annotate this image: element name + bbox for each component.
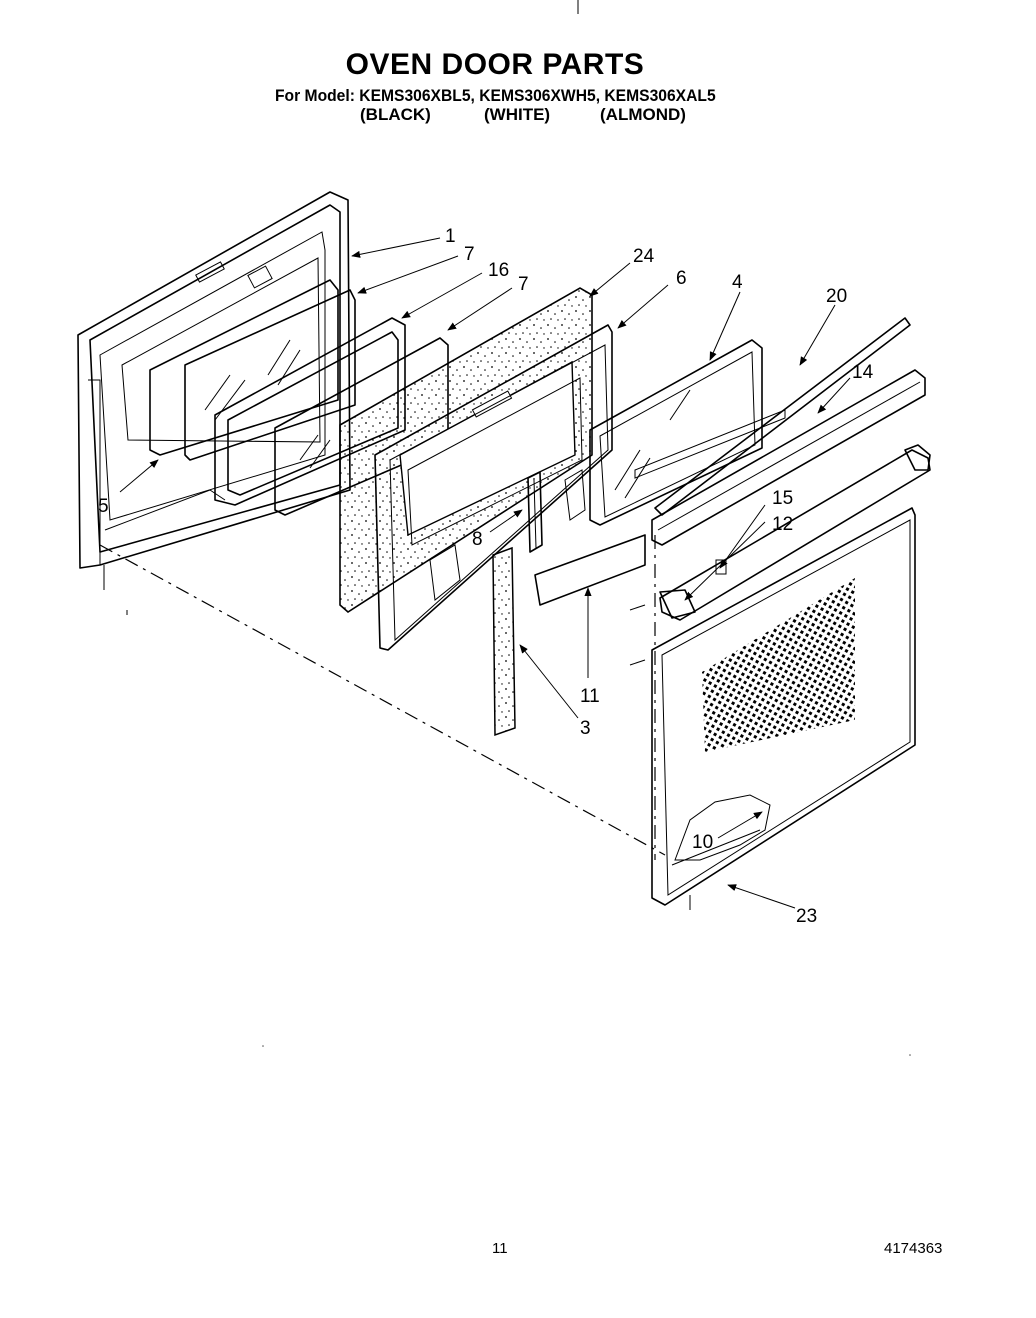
- scan-speck: [262, 1045, 264, 1047]
- handle-bar-assembly: [659, 444, 931, 621]
- hinge-bracket: [527, 471, 543, 553]
- callout-8: 8: [472, 529, 483, 550]
- door-top-trim: [654, 317, 911, 516]
- door-side-insulation-strip: [492, 546, 516, 737]
- bottom-door-channel: [534, 534, 646, 606]
- alignment-lines: [99, 535, 666, 860]
- color-label-black: (BLACK): [360, 105, 431, 124]
- callout-24: 24: [633, 246, 655, 267]
- callout-1: 1: [445, 226, 456, 247]
- callout-5: 5: [98, 496, 109, 517]
- outer-door-panel: [651, 507, 916, 910]
- model-list: For Model: KEMS306XBL5, KEMS306XWH5, KEM…: [275, 86, 716, 105]
- page-number: 11: [492, 1240, 508, 1257]
- callout-16: 16: [488, 260, 509, 281]
- callout-12: 12: [772, 514, 793, 535]
- outer-door-glass: [589, 339, 786, 526]
- callout-20: 20: [826, 286, 847, 307]
- callout-14: 14: [852, 362, 874, 383]
- callout-7a: 7: [464, 244, 475, 265]
- scan-speck: [909, 1054, 911, 1056]
- inner-door-panel: [374, 324, 613, 651]
- door-gasket-and-glass: [149, 279, 356, 461]
- color-label-almond: (ALMOND): [600, 105, 686, 124]
- callout-3: 3: [580, 718, 591, 739]
- callout-11: 11: [580, 686, 600, 707]
- callout-6: 6: [676, 268, 687, 289]
- callout-10: 10: [692, 832, 713, 853]
- inner-door-liner: [77, 191, 351, 590]
- callout-15: 15: [772, 488, 793, 509]
- door-handle: [651, 369, 926, 546]
- callout-23: 23: [796, 906, 817, 927]
- callout-4: 4: [732, 272, 743, 293]
- callout-labels: 1 7 16 7 24 6 4 20 14 15 12 5 8 11 3 10 …: [98, 226, 874, 927]
- callout-7b: 7: [518, 274, 529, 295]
- page-title: OVEN DOOR PARTS: [345, 48, 645, 81]
- document-number: 4174363: [884, 1240, 943, 1257]
- color-label-white: (WHITE): [484, 105, 551, 124]
- leader-lines: [119, 237, 851, 909]
